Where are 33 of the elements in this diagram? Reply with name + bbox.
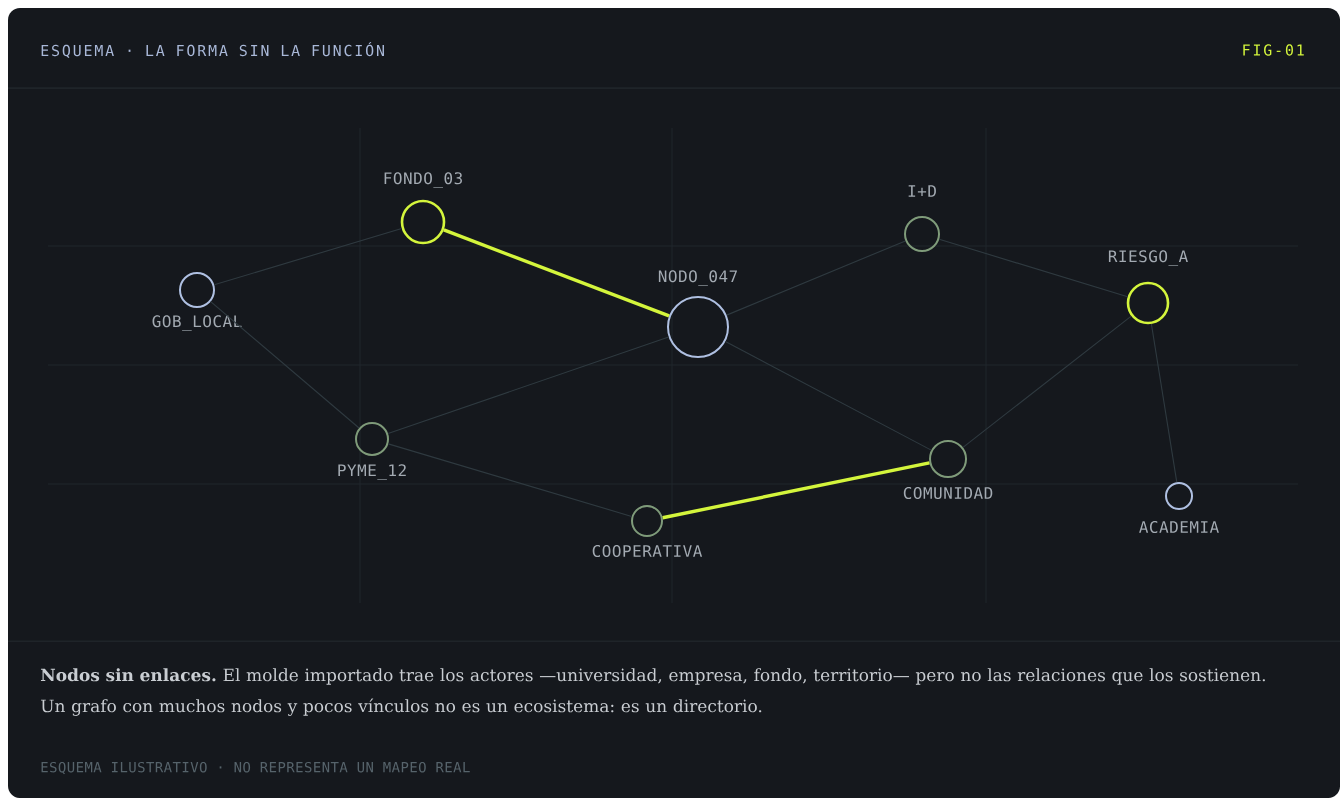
network-node: FONDO_03 (384, 172, 462, 245)
connector-line (387, 336, 670, 435)
network-node: NODO_047 (658, 270, 737, 358)
network-node: I+D (904, 185, 940, 252)
node-label: I+D (908, 185, 936, 197)
network-node: PYME_12 (338, 422, 406, 480)
connector-line (726, 240, 906, 316)
network-node: GOB_LOCAL (152, 272, 242, 331)
connector-line (962, 315, 1132, 448)
connector-line (1150, 323, 1178, 483)
node-label: ACADEMIA (1139, 520, 1219, 534)
node-label: PYME_12 (338, 464, 406, 480)
connector-line (213, 227, 403, 286)
connector-line (387, 443, 633, 517)
network-node: RIESGO_A (1108, 250, 1188, 325)
footnote: ESQUEMA ILUSTRATIVO · NO REPRESENTA UN MAPEO REAL (41, 761, 470, 775)
connector-line (443, 228, 670, 318)
connector-line (662, 461, 930, 520)
network-node: ACADEMIA (1139, 482, 1219, 534)
node-label: COOPERATIVA (592, 544, 703, 558)
caption-paragraph: Nodos sin enlaces. El molde importado trae los actores —universidad, empresa, fondo, territorio— pero no las relaciones que los sostienen. Un grafo con muchos nodos y pocos vínculos no es un ecosistema: es un directorio. (40, 668, 1265, 716)
node-label: FONDO_03 (384, 172, 462, 188)
node-label: RIESGO_A (1108, 250, 1188, 266)
node-label: NODO_047 (658, 270, 738, 286)
network-node: COOPERATIVA (592, 505, 703, 558)
node-label: COMUNIDAD (903, 486, 993, 500)
node-label: GOB_LOCAL (152, 315, 242, 331)
connector-line (938, 238, 1129, 298)
header-title: ESQUEMA · LA FORMA SIN LA FUNCIÓN (41, 42, 384, 58)
network-node: COMUNIDAD (903, 440, 993, 500)
connector-line (210, 301, 360, 429)
figure-number: FIG-01 (1243, 44, 1304, 56)
connector-line (724, 340, 932, 451)
